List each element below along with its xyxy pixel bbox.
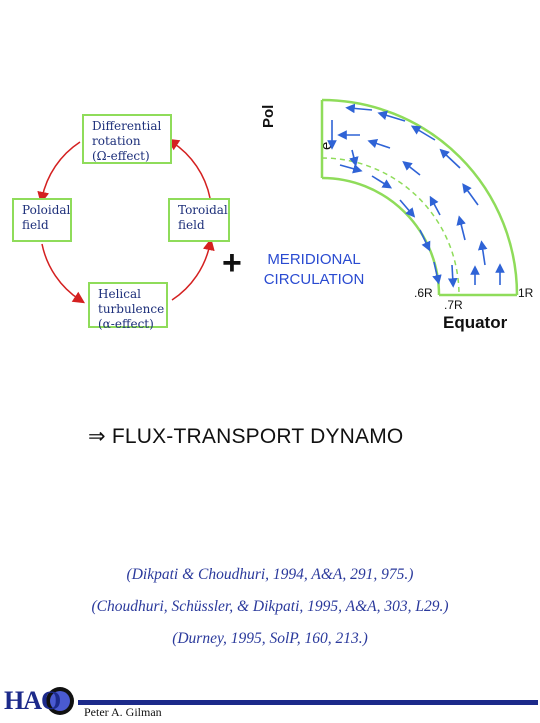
inner-boundary: [321, 176, 441, 296]
plus-symbol: +: [222, 244, 242, 282]
radius-label-07: .7R: [444, 298, 463, 312]
equator-label: Equator: [443, 313, 508, 332]
hao-logo-text: HAO: [4, 686, 61, 715]
reference-2: (Choudhuri, Schüssler, & Dikpati, 1995, …: [91, 598, 449, 615]
poloidal-field-box: Poloidal field: [12, 198, 72, 242]
cycle-ring: [37, 138, 215, 304]
helical-turbulence-box: Helical turbulence (α-effect): [88, 282, 168, 331]
differential-rotation-box: Differential rotation (Ω-effect): [82, 114, 172, 164]
author-name: Peter A. Gilman: [84, 705, 162, 719]
meridional-circulation-label: MERIDIONAL CIRCULATION: [263, 251, 365, 288]
flow-arrows: [327, 103, 505, 288]
reference-3: (Durney, 1995, SolP, 160, 213.): [172, 630, 368, 647]
hao-logo-icon: [2, 684, 78, 718]
dynamo-cycle-arrows: [37, 138, 215, 304]
flux-transport-dynamo-title: ⇒ FLUX-TRANSPORT DYNAMO: [88, 425, 404, 448]
radius-label-06: .6R: [414, 286, 433, 300]
pole-label: Pol: [260, 104, 277, 128]
hao-logo: HAO: [2, 684, 78, 718]
footer-bar: [78, 700, 538, 705]
reference-1: (Dikpati & Choudhuri, 1994, A&A, 291, 97…: [126, 566, 414, 583]
outer-boundary: [321, 98, 519, 296]
toroidal-field-box: Toroidal field: [168, 198, 230, 242]
radius-label-1: 1R: [518, 286, 534, 300]
meridional-flow-quadrant: [320, 98, 519, 297]
